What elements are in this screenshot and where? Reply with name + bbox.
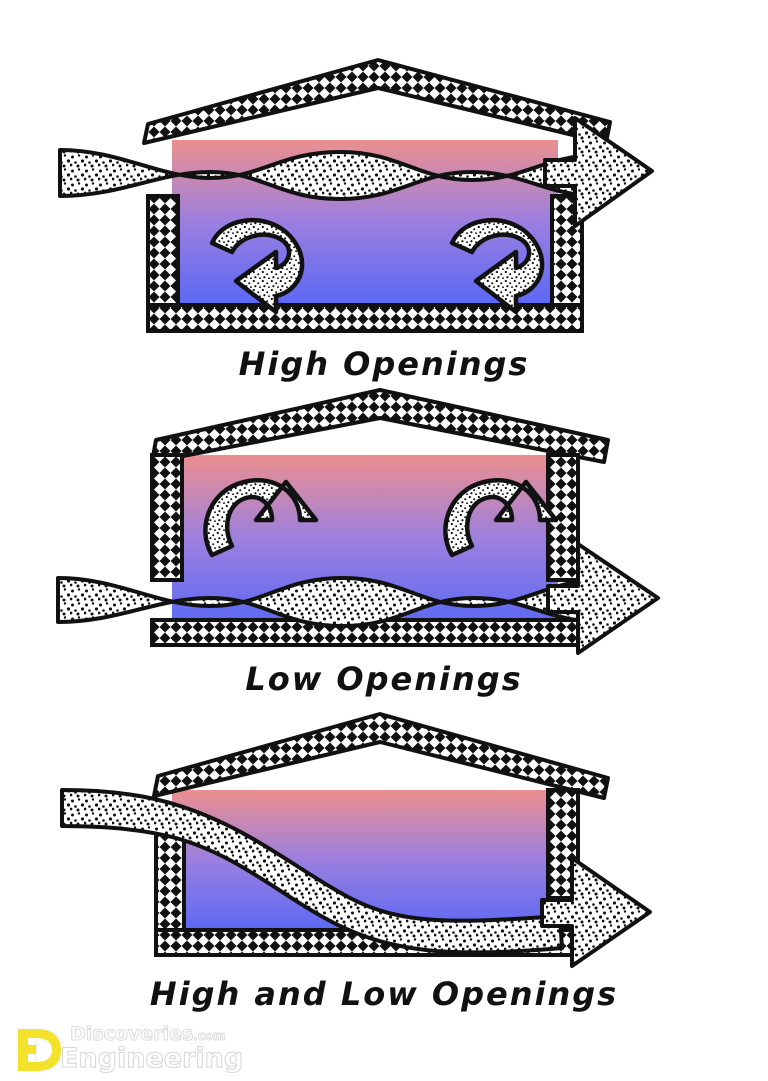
airflow-band-3	[60, 788, 564, 955]
recirculation-arrow-2b	[443, 478, 559, 558]
outlet-arrow-3	[540, 856, 652, 968]
recirculation-arrow-1a	[209, 217, 305, 315]
roof-2	[150, 388, 610, 464]
roof-3	[152, 712, 610, 800]
caption-low-openings: Low Openings	[245, 660, 523, 698]
caption-high-openings: High Openings	[238, 345, 530, 383]
watermark-brand: Engineering	[59, 1042, 244, 1074]
diagram-high-openings	[58, 58, 654, 333]
outlet-arrow-2	[546, 542, 660, 655]
recirculation-arrow-1b	[449, 217, 545, 315]
roof-1	[142, 58, 612, 145]
outlet-arrow-1	[543, 116, 654, 228]
caption-high-and-low-openings: High and Low Openings	[149, 975, 619, 1013]
diagram-high-and-low-openings	[60, 712, 652, 968]
ed-monogram-icon	[18, 1027, 65, 1073]
recirculation-arrow-2a	[203, 478, 319, 558]
diagram-low-openings	[56, 388, 660, 655]
watermark: Discoveries.com Engineering	[8, 1022, 338, 1078]
watermark-site-name: Discoveries	[69, 1023, 194, 1046]
watermark-site: Discoveries.com	[69, 1023, 226, 1046]
watermark-tld: .com	[193, 1029, 226, 1044]
